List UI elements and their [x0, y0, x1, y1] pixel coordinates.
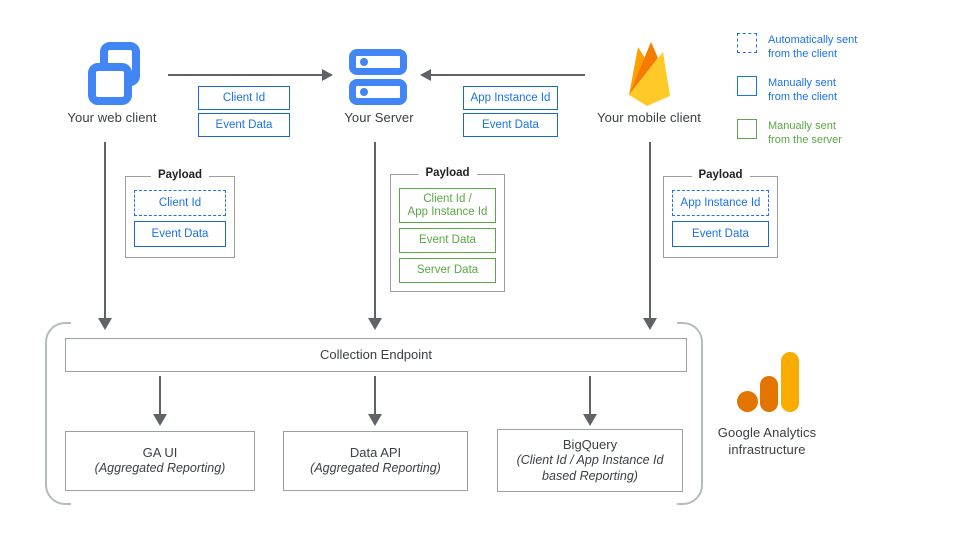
- payload-item-event-data: Event Data: [399, 228, 496, 254]
- web-client-label: Your web client: [67, 110, 157, 125]
- arrowhead-down-icon: [643, 318, 657, 330]
- legend-item-auto-client: Automatically sent from the client: [737, 33, 937, 61]
- legend-swatch-solid-blue-icon: [737, 76, 757, 96]
- arrowhead-right-icon: [322, 69, 333, 81]
- bigquery-box: BigQuery (Client Id / App Instance Id ba…: [497, 429, 683, 492]
- arrow-web-to-endpoint: [103, 142, 106, 318]
- arrow-web-to-server: [168, 74, 322, 76]
- collection-endpoint-box: Collection Endpoint: [65, 338, 687, 372]
- legend-label: Manually sent from the server: [768, 120, 842, 146]
- legend-item-manual-server: Manually sent from the server: [737, 119, 937, 147]
- legend-label: Manually sent from the client: [768, 77, 838, 103]
- payload-item-server-data: Server Data: [399, 258, 496, 283]
- server-rack-bottom: [349, 79, 407, 105]
- server-rack-top: [349, 49, 407, 75]
- payload-item-event-data: Event Data: [672, 221, 769, 247]
- payload-title: Payload: [418, 167, 477, 179]
- server-led-icon: [360, 88, 368, 96]
- arrow-mobile-to-server: [431, 74, 585, 76]
- payload-item-client-id-app-instance-id: Client Id / App Instance Id: [399, 188, 496, 224]
- payload-item-app-instance-id: App Instance Id: [672, 190, 769, 216]
- server-label: Your Server: [344, 110, 414, 125]
- payload-item-event-data: Event Data: [134, 221, 226, 247]
- mobile-client-label: Your mobile client: [597, 110, 701, 125]
- collection-endpoint-label: Collection Endpoint: [319, 347, 433, 362]
- arrow-endpoint-to-ga-ui: [158, 376, 161, 414]
- arrowhead-down-icon: [368, 318, 382, 330]
- arrow-endpoint-to-data-api: [373, 376, 376, 414]
- arrowhead-left-icon: [420, 69, 431, 81]
- data-api-title: Data API: [349, 445, 402, 461]
- payload-title: Payload: [691, 169, 750, 181]
- web-client-icon: [88, 42, 142, 106]
- payload-mobile: Payload App Instance Id Event Data: [663, 169, 778, 258]
- arrow-server-to-endpoint: [373, 142, 376, 318]
- payload-title: Payload: [150, 169, 210, 181]
- ga-logo-tall-bar: [781, 352, 799, 412]
- ga-logo-mid-bar: [760, 376, 778, 412]
- arrow-mobile-to-endpoint: [648, 142, 651, 318]
- payload-server: Payload Client Id / App Instance Id Even…: [390, 167, 505, 292]
- flow-box-event-data: Event Data: [463, 113, 558, 137]
- flow-box-event-data: Event Data: [198, 113, 290, 137]
- flow-box-app-instance-id: App Instance Id: [463, 86, 558, 110]
- data-api-box: Data API (Aggregated Reporting): [283, 431, 468, 491]
- arrowhead-down-icon: [98, 318, 112, 330]
- data-api-subtitle: (Aggregated Reporting): [310, 461, 441, 476]
- arrow-endpoint-to-bigquery: [588, 376, 591, 414]
- ga-ui-subtitle: (Aggregated Reporting): [94, 461, 226, 476]
- server-icon: [349, 49, 407, 105]
- legend-label: Automatically sent from the client: [768, 34, 858, 60]
- server-led-icon: [360, 58, 368, 66]
- arrowhead-down-icon: [153, 414, 167, 426]
- ga-infrastructure-caption: Google Analytics infrastructure: [717, 425, 817, 457]
- payload-item-client-id: Client Id: [134, 190, 226, 216]
- arrowhead-down-icon: [583, 414, 597, 426]
- ga-logo-dot: [737, 391, 758, 412]
- legend-item-manual-client: Manually sent from the client: [737, 76, 937, 104]
- legend-swatch-dashed-blue-icon: [737, 33, 757, 53]
- web-window-front: [88, 63, 132, 105]
- arrowhead-down-icon: [368, 414, 382, 426]
- bracket-left: [45, 322, 71, 505]
- ga-ui-title: GA UI: [142, 445, 178, 461]
- flow-box-client-id: Client Id: [198, 86, 290, 110]
- bigquery-title: BigQuery: [562, 437, 618, 452]
- firebase-icon: [629, 42, 670, 106]
- ga-ui-box: GA UI (Aggregated Reporting): [65, 431, 255, 491]
- payload-web: Payload Client Id Event Data: [125, 169, 235, 258]
- legend-swatch-solid-green-icon: [737, 119, 757, 139]
- bigquery-subtitle: (Client Id / App Instance Id based Repor…: [516, 453, 664, 483]
